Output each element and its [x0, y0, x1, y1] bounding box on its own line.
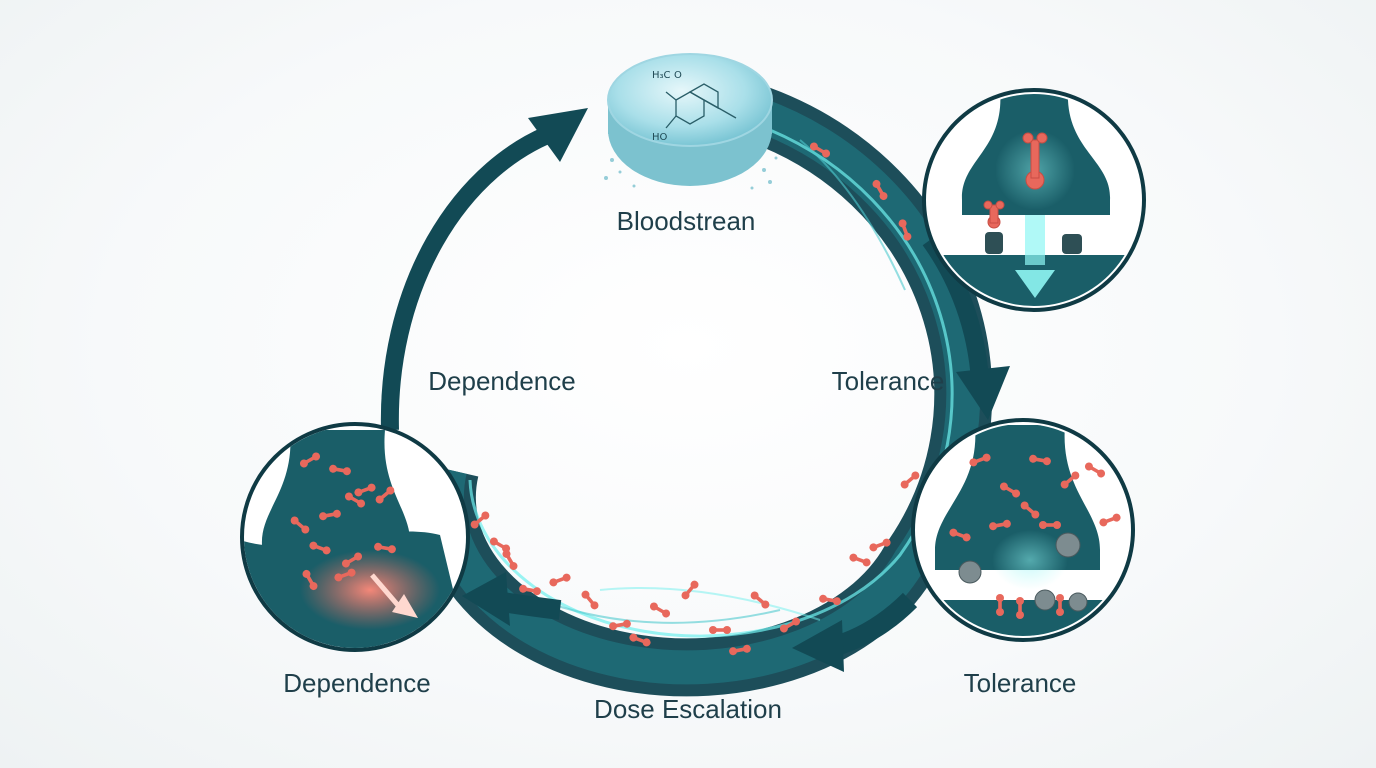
pill-chem-top: H₃C	[652, 70, 671, 81]
opioid-molecule	[898, 219, 912, 241]
opioid-molecule	[344, 492, 366, 508]
opioid-molecule	[1084, 462, 1106, 478]
opioid-molecule	[849, 553, 871, 567]
opioid-molecule	[1060, 471, 1080, 489]
left-cycle-arc	[380, 121, 563, 431]
pill-chem-top-suffix: O	[674, 70, 682, 81]
opioid-molecule	[299, 452, 321, 468]
label-dose-escalation: Dose Escalation	[594, 694, 782, 724]
arrow-bottom-right	[792, 620, 844, 672]
opioid-molecule	[341, 552, 363, 568]
label-dependence-outer: Dependence	[283, 668, 430, 698]
dependence-molecules	[290, 452, 396, 591]
arrow-bottom-left	[462, 572, 510, 626]
opioid-molecule	[329, 464, 351, 476]
opioid-molecule	[1029, 454, 1051, 466]
opioid-molecule	[872, 179, 888, 201]
pill: H₃C O HO	[604, 53, 778, 190]
opioid-molecule	[629, 633, 651, 647]
opioid-molecule	[989, 519, 1011, 531]
opioid-molecule	[502, 549, 518, 571]
pill-dust	[604, 156, 778, 190]
opioid-molecule	[354, 483, 376, 497]
label-bloodstream: Bloodstrean	[617, 206, 756, 236]
grey-receptors	[958, 532, 1088, 612]
opioid-molecule	[290, 516, 310, 534]
receptor-sites	[985, 232, 1082, 254]
opioid-molecule	[609, 619, 631, 631]
opioid-molecule	[519, 584, 541, 596]
label-tolerance-outer: Tolerance	[964, 668, 1077, 698]
opioid-molecule	[999, 482, 1021, 498]
vessel-vein	[599, 587, 821, 621]
arrow-to-pill	[528, 108, 588, 162]
vessel-vein	[539, 599, 781, 624]
opioid-molecule	[549, 573, 571, 587]
opioid-molecule	[374, 542, 396, 554]
opioid-molecule	[983, 132, 1048, 229]
opioid-molecule	[819, 594, 841, 606]
label-dependence-inner: Dependence	[428, 366, 575, 396]
opioid-molecule	[750, 591, 770, 609]
opioid-molecule	[809, 142, 831, 158]
opioid-molecule	[334, 568, 356, 582]
pill-chem-bottom: HO	[652, 132, 668, 143]
opioid-molecule	[900, 471, 920, 489]
opioid-molecule	[319, 509, 341, 521]
opioid-molecule	[779, 617, 801, 633]
opioid-molecule	[470, 511, 490, 529]
inset-receptor-tolerance	[911, 418, 1135, 642]
tolerance-molecules	[949, 453, 1121, 619]
opioid-molecule	[681, 580, 699, 600]
opioid-molecule	[1020, 501, 1040, 519]
opioid-molecule	[309, 541, 331, 555]
opioid-molecule	[581, 590, 599, 610]
opioid-molecule	[869, 538, 891, 552]
opioid-molecule	[729, 644, 751, 656]
opioid-molecule	[709, 626, 731, 634]
opioid-molecule	[1016, 597, 1024, 619]
vessel-vein	[799, 139, 906, 291]
cycle-ring	[380, 87, 1010, 697]
opioid-molecule	[375, 486, 395, 504]
molecule-structure-icon	[665, 83, 737, 129]
opioid-molecule	[996, 594, 1004, 616]
label-tolerance-inner: Tolerance	[832, 366, 945, 396]
inset-receptor-dependence	[240, 422, 470, 652]
opioid-molecule	[969, 453, 991, 467]
opioid-molecule	[649, 602, 671, 618]
opioid-molecule	[302, 569, 318, 591]
opioid-molecule	[1039, 521, 1061, 529]
opioid-molecule	[949, 528, 971, 542]
arrow-to-tolerance	[956, 366, 1010, 420]
opioid-molecule	[1099, 513, 1121, 527]
opioid-molecule	[1056, 594, 1064, 616]
band-molecules	[470, 142, 920, 656]
